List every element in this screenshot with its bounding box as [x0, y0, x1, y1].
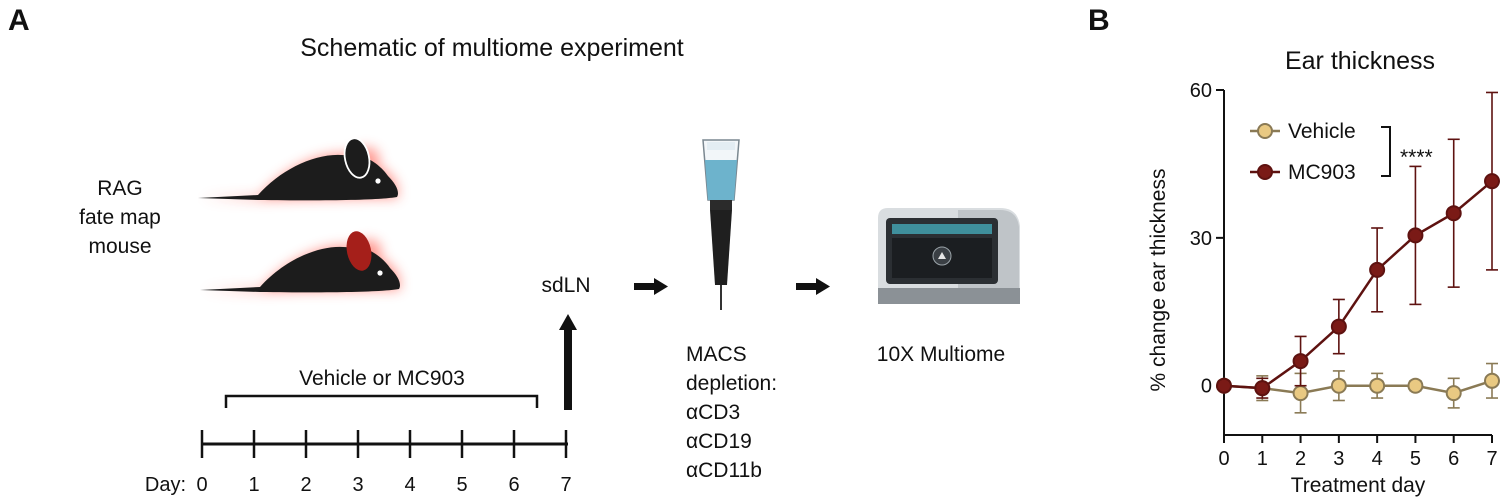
series-mc903 [1216, 91, 1500, 399]
y-tick-label: 60 [1190, 80, 1212, 102]
mouse-label-line-1: RAG [97, 177, 143, 200]
legend-marker-mc903 [1257, 164, 1273, 180]
timeline-day-label: 2 [300, 474, 311, 496]
legend-label-vehicle: Vehicle [1288, 120, 1356, 143]
arrow-right-icon [634, 278, 668, 295]
mouse-icon [198, 137, 399, 201]
significance-bracket [1381, 126, 1391, 177]
macs-line-5: αCD11b [686, 459, 762, 482]
x-tick-label: 4 [1372, 448, 1383, 470]
data-point-mc903 [1254, 380, 1271, 397]
arrow-up-icon [559, 314, 577, 410]
panel-b-letter: B [1088, 4, 1110, 37]
sequencer-instrument-icon [878, 208, 1020, 304]
data-point-mc903 [1407, 227, 1424, 244]
timeline-day-label: 4 [404, 474, 415, 496]
tissue-label: sdLN [541, 274, 590, 297]
legend-label-mc903: MC903 [1288, 161, 1356, 184]
schematic-title: Schematic of multiome experiment [300, 34, 684, 62]
data-point-mc903 [1216, 377, 1232, 394]
instrument-label: 10X Multiome [877, 343, 1005, 366]
x-tick-label: 2 [1295, 448, 1306, 470]
syringe-column-icon [702, 139, 740, 310]
data-point-mc903 [1445, 205, 1462, 222]
x-tick-label: 1 [1257, 448, 1268, 470]
macs-line-2: depletion: [686, 372, 777, 395]
macs-line-4: αCD19 [686, 430, 752, 453]
data-point-mc903 [1484, 173, 1500, 190]
timeline-day-label: 0 [196, 474, 207, 496]
chart-axes: 0 30 60 0 1 2 3 4 5 6 7 [1190, 80, 1498, 470]
data-point-mc903 [1292, 353, 1309, 370]
data-point-vehicle [1330, 377, 1347, 394]
macs-line-1: MACS [686, 343, 747, 366]
y-tick-label: 0 [1201, 376, 1212, 398]
timeline-day-label: 5 [456, 474, 467, 496]
timeline-day-label: 3 [352, 474, 363, 496]
x-tick-label: 3 [1333, 448, 1344, 470]
chart-legend: Vehicle MC903 **** [1250, 120, 1433, 184]
day-timeline: Day: 0 1 2 3 4 5 6 7 [145, 430, 572, 496]
treatment-label: Vehicle or MC903 [299, 367, 465, 390]
data-point-mc903 [1369, 261, 1386, 278]
x-tick-label: 6 [1448, 448, 1459, 470]
macs-line-3: αCD3 [686, 401, 740, 424]
data-point-vehicle [1292, 385, 1309, 402]
chart-series [1216, 91, 1500, 414]
significance-label: **** [1400, 146, 1433, 169]
y-axis-label: % change ear thickness [1147, 169, 1170, 392]
arrow-right-icon [796, 278, 830, 295]
x-tick-label: 0 [1218, 448, 1229, 470]
panel-a: A Schematic of multiome experiment RAG f… [8, 4, 1020, 496]
mouse-label-line-2: fate map [79, 206, 161, 229]
x-axis-label: Treatment day [1291, 474, 1426, 497]
data-point-vehicle [1407, 377, 1424, 394]
timeline-prefix: Day: [145, 474, 186, 496]
panel-b: B Ear thickness % change ear thickness T… [1088, 4, 1500, 497]
x-tick-label: 5 [1410, 448, 1421, 470]
panel-a-letter: A [8, 4, 30, 37]
mouse-label-line-3: mouse [88, 235, 151, 258]
chart-title: Ear thickness [1285, 47, 1435, 75]
data-point-vehicle [1445, 385, 1462, 402]
treatment-bracket [224, 394, 539, 408]
data-point-vehicle [1369, 377, 1386, 394]
y-tick-label: 30 [1190, 228, 1212, 250]
legend-marker-vehicle [1257, 123, 1273, 139]
timeline-day-label: 6 [508, 474, 519, 496]
mouse-icon [200, 231, 401, 293]
timeline-day-label: 7 [560, 474, 571, 496]
timeline-day-label: 1 [248, 474, 259, 496]
data-point-vehicle [1484, 372, 1500, 389]
x-tick-label: 7 [1486, 448, 1497, 470]
data-point-mc903 [1330, 318, 1347, 335]
